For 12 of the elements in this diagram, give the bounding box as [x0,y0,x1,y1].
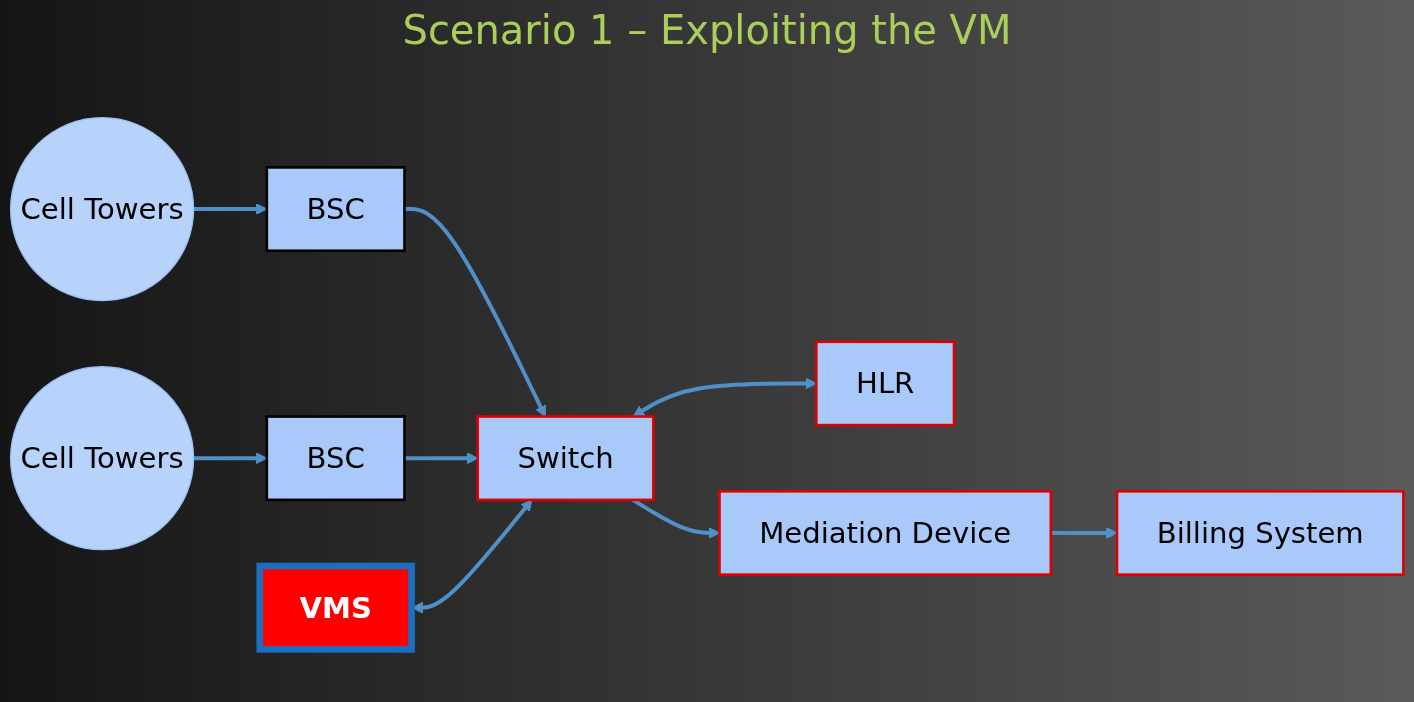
node-box: BSC [265,414,406,501]
node-box: HLR [815,340,956,426]
node-box: BSC [265,165,406,252]
node-box: VMS [256,562,415,653]
node-box: Mediation Device [718,489,1053,576]
node-box: Billing System [1115,489,1405,576]
arrow [632,377,817,417]
node-circle: Cell Towers [9,116,195,301]
node-box: Switch [476,414,655,501]
title: Scenario 1 – Exploiting the VM [401,6,1013,55]
node-circle: Cell Towers [9,365,195,550]
arrow [404,206,546,417]
